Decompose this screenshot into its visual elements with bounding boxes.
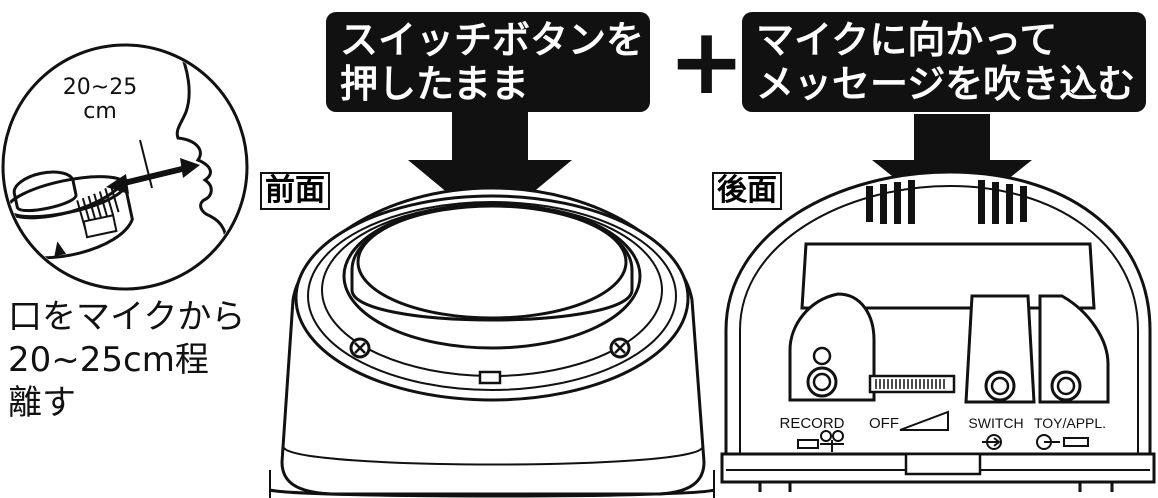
- record-label: RECORD: [779, 415, 844, 432]
- press-button-callout: スイッチボタンを 押したまま: [326, 12, 650, 112]
- speaker-vents: [866, 180, 1027, 224]
- speak-callout: マイクに向かって メッセージを吹き込む: [742, 12, 1146, 112]
- caption-line-3: 離す: [8, 383, 76, 423]
- press-callout-line-2: 押したまま: [340, 62, 529, 106]
- front-label: 前面: [260, 172, 330, 210]
- front-device: [269, 186, 715, 498]
- plus-sign: +: [668, 8, 746, 115]
- speak-callout-line-2: メッセージを吹き込む: [756, 62, 1136, 106]
- down-arrow-back: [872, 114, 1032, 224]
- speak-callout-line-1: マイクに向かって: [756, 18, 1058, 62]
- mouth-distance-inset: [1, 43, 249, 291]
- back-device: RECORD OFF SWITCH TOY/APPL.: [720, 170, 1156, 492]
- off-label: OFF: [869, 415, 899, 432]
- microphone-device: [5, 170, 134, 260]
- press-callout-line-1: スイッチボタンを: [340, 18, 645, 62]
- face-profile: [173, 47, 228, 251]
- switch-label: SWITCH: [968, 415, 1023, 431]
- distance-unit: cm: [83, 99, 117, 124]
- caption-line-2: 20~25cm程: [8, 340, 209, 380]
- distance-value: 20~25: [62, 75, 138, 100]
- down-arrow-front: [408, 112, 572, 228]
- caption-line-1: 口をマイクから: [8, 297, 246, 337]
- distance-caption: 口をマイクから 20~25cm程 離す: [8, 296, 245, 425]
- back-label: 後面: [712, 172, 782, 210]
- toy-appl-label: TOY/APPL.: [1034, 415, 1106, 431]
- distance-double-arrow: [106, 158, 200, 194]
- distance-label: 20~25 cm: [52, 76, 148, 124]
